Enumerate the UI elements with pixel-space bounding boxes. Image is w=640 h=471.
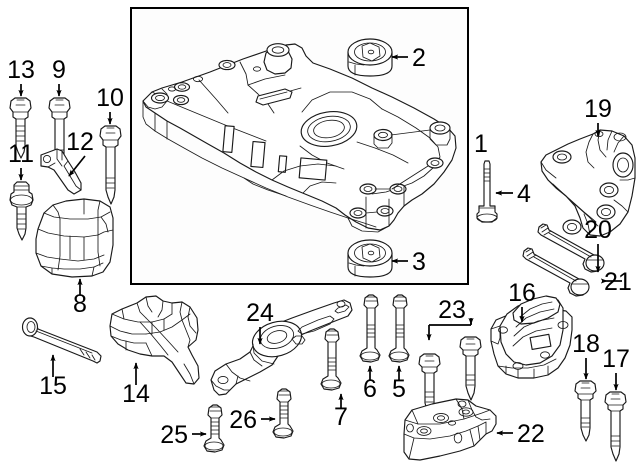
callout-8: 8 [73, 278, 87, 318]
callout-1: 1 [467, 130, 488, 158]
callout-25: 25 [160, 421, 207, 449]
bolt-18 [574, 380, 597, 442]
callout-23: 23 [426, 296, 474, 341]
transmission-bracket [109, 295, 200, 385]
bolt-26 [272, 388, 294, 439]
callout-2-label: 2 [412, 44, 426, 72]
callout-3: 3 [391, 248, 426, 276]
callout-25-label: 25 [160, 421, 188, 449]
callout-16-label: 16 [508, 279, 536, 307]
callout-24: 24 [246, 299, 274, 345]
stud-11 [9, 181, 34, 241]
callout-13: 13 [7, 56, 35, 97]
mount-bolt-6 [359, 294, 381, 363]
mount-bolt-5 [388, 294, 410, 363]
callout-23-label: 23 [438, 296, 466, 324]
callout-13-label: 13 [7, 56, 35, 84]
subframe-bushing-lower [347, 239, 393, 278]
callout-10-label: 10 [96, 84, 124, 112]
left-engine-mount [35, 198, 114, 278]
callout-11: 11 [8, 140, 34, 181]
subframe-bushing-upper [347, 38, 393, 77]
bolt-23b [459, 336, 482, 401]
callout-22: 22 [496, 420, 545, 448]
callout-5-label: 5 [392, 375, 406, 403]
callout-4: 4 [495, 180, 531, 208]
callout-8-label: 8 [73, 290, 87, 318]
callout-6-label: 6 [363, 375, 377, 403]
callout-15-label: 15 [39, 372, 67, 400]
callout-18: 18 [572, 330, 600, 380]
callout-16: 16 [508, 279, 536, 323]
callout-26-label: 26 [229, 406, 257, 434]
callout-19: 19 [584, 95, 612, 137]
callout-14-label: 14 [122, 380, 150, 408]
callout-12-label: 12 [66, 128, 94, 156]
callout-11-label: 11 [8, 140, 34, 168]
bolt-13 [9, 97, 32, 159]
callout-19-label: 19 [584, 95, 612, 123]
callout-9: 9 [52, 56, 66, 97]
bolt-10 [99, 125, 122, 205]
callout-1-label: 1 [474, 130, 488, 158]
bolt-17 [604, 391, 627, 462]
subframe-bolt [476, 160, 498, 223]
bolt-20 [522, 247, 590, 297]
mount-support-bracket [403, 398, 497, 461]
callout-12: 12 [66, 128, 94, 177]
callout-5: 5 [392, 365, 406, 403]
transmission-mount [490, 295, 573, 379]
callout-2: 2 [391, 44, 426, 72]
engine-subframe-crossmember [142, 43, 457, 233]
callout-7-label: 7 [334, 403, 348, 431]
callout-21: 21 [600, 268, 632, 296]
callout-9-label: 9 [52, 56, 66, 84]
callout-21-label: 21 [604, 268, 632, 296]
callout-10: 10 [96, 84, 124, 125]
callout-20: 20 [584, 216, 612, 273]
callout-20-label: 20 [584, 216, 612, 244]
callout-24-label: 24 [246, 299, 274, 327]
mount-bolt-7 [320, 328, 342, 391]
callout-15: 15 [39, 354, 67, 400]
bracket-12 [40, 148, 82, 195]
callout-17: 17 [602, 345, 630, 391]
callout-18-label: 18 [572, 330, 600, 358]
torque-rod [210, 299, 353, 396]
engine-support-bracket [540, 129, 636, 237]
callout-26: 26 [229, 406, 276, 434]
callout-14: 14 [122, 362, 150, 408]
callout-6: 6 [363, 365, 377, 403]
callout-4-label: 4 [517, 180, 531, 208]
callout-7: 7 [334, 393, 348, 431]
callout-3-label: 3 [412, 248, 426, 276]
long-bolt-15 [21, 317, 102, 364]
bolt-25 [203, 404, 225, 453]
callout-17-label: 17 [602, 345, 630, 373]
callout-22-label: 22 [517, 420, 545, 448]
